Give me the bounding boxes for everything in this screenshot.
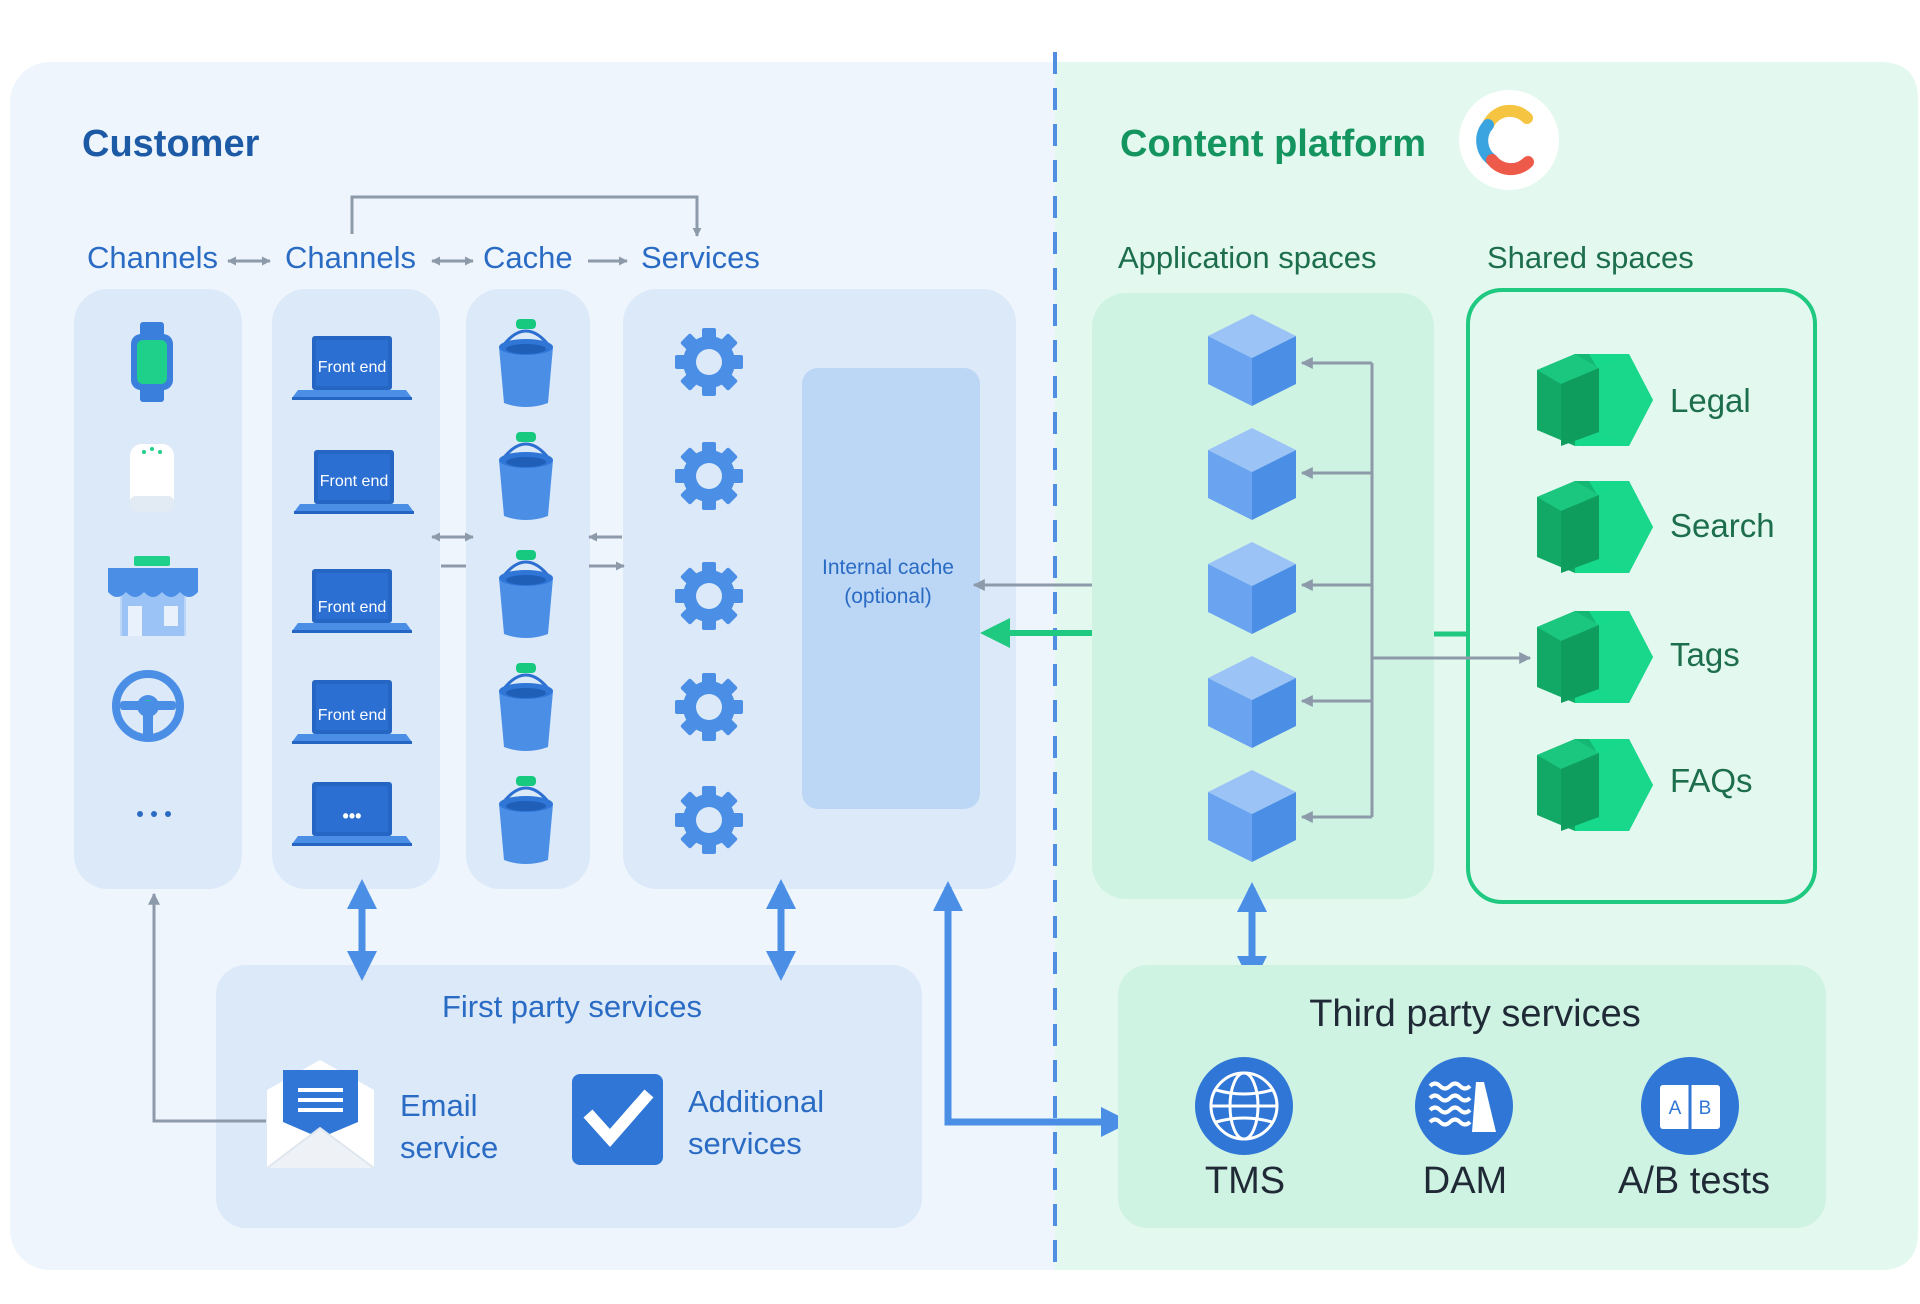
hexagon-icon (1537, 611, 1653, 703)
shared-space-tags: Tags (1537, 611, 1740, 703)
frontend-laptop-more: ••• (292, 782, 412, 846)
shared-space-label: Tags (1670, 636, 1740, 673)
gear-icon (675, 673, 743, 741)
shared-space-legal: Legal (1537, 354, 1751, 446)
gear-icon (675, 442, 743, 510)
additional-services-label-line2: services (688, 1126, 802, 1161)
shared-space-label: Search (1670, 507, 1775, 544)
third-party-label-tms: TMS (1205, 1160, 1285, 1202)
internal-cache-box (802, 368, 980, 809)
frontend-laptop-2: Front end (294, 450, 414, 514)
hexagon-icon (1537, 739, 1653, 831)
application-spaces-header: Application spaces (1118, 240, 1377, 275)
customer-title: Customer (82, 123, 260, 165)
internal-cache-optional: (optional) (844, 585, 932, 608)
steering-wheel-icon (112, 670, 184, 742)
header-channels-devices: Channels (87, 240, 218, 275)
first-party-services-box (216, 965, 922, 1228)
gear-icon (675, 328, 743, 396)
arrow-email-to-devices (148, 892, 266, 1123)
shared-space-label: FAQs (1670, 762, 1753, 799)
header-services: Services (641, 240, 760, 275)
smart-speaker-icon (130, 444, 174, 512)
brand-logo (1459, 90, 1559, 190)
frontend-label: Front end (318, 707, 386, 724)
content-platform-title: Content platform (1120, 123, 1426, 165)
header-cache: Cache (483, 240, 573, 275)
gear-icon (675, 562, 743, 630)
smartwatch-icon (131, 322, 173, 402)
ab-letter-b: B (1699, 1098, 1712, 1119)
shared-to-app-connector (1300, 357, 1532, 823)
envelope-icon (266, 1060, 375, 1169)
frontend-laptop-3: Front end (292, 569, 412, 633)
frontend-more-label: ••• (343, 806, 362, 826)
hexagon-icon (1537, 354, 1653, 446)
arrow-services-third-party (933, 881, 1131, 1137)
globe-icon (1195, 1057, 1293, 1155)
header-channels-frontends: Channels (285, 240, 416, 275)
ab-letter-a: A (1669, 1098, 1682, 1119)
ab-test-icon: A B (1641, 1057, 1739, 1155)
waves-icon (1415, 1057, 1513, 1155)
frontend-label: Front end (318, 599, 386, 616)
hexagon-icon (1537, 481, 1653, 573)
storefront-icon (108, 556, 198, 636)
logo-c-icon (1476, 104, 1534, 176)
internal-cache-label: Internal cache (822, 556, 954, 579)
frontend-laptop-4: Front end (292, 680, 412, 744)
third-party-services-title: Third party services (1309, 993, 1641, 1035)
frontend-laptop-1: Front end (292, 336, 412, 400)
more-icon (137, 811, 171, 817)
first-party-services-title: First party services (442, 989, 702, 1024)
gear-icon (675, 786, 743, 854)
arrow-channels-bypass-services (350, 195, 702, 237)
checkbox-icon (572, 1074, 663, 1165)
frontend-label: Front end (320, 473, 388, 490)
frontend-label: Front end (318, 359, 386, 376)
additional-services-label-line1: Additional (688, 1084, 824, 1119)
third-party-label-dam: DAM (1423, 1160, 1507, 1202)
email-service-label-line2: service (400, 1130, 498, 1165)
shared-space-label: Legal (1670, 382, 1751, 419)
shared-space-search: Search (1537, 481, 1775, 573)
shared-space-faqs: FAQs (1537, 739, 1753, 831)
shared-spaces-header: Shared spaces (1487, 240, 1694, 275)
email-service-label-line1: Email (400, 1088, 478, 1123)
third-party-label-ab-tests: A/B tests (1618, 1160, 1770, 1202)
